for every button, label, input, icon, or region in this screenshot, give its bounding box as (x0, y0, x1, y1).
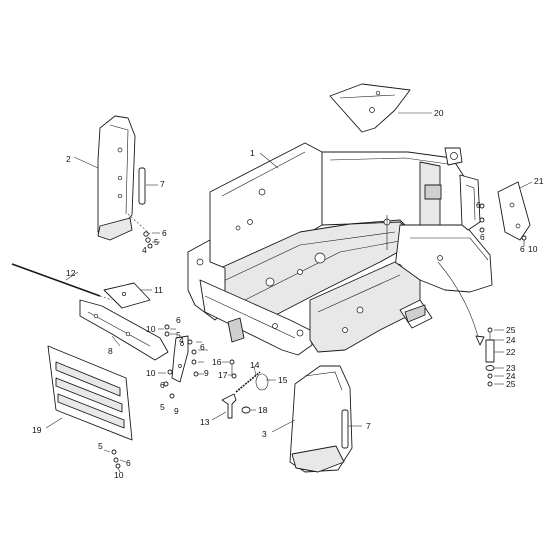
main-frame (187, 142, 493, 356)
callout-label-5d: 5 (98, 441, 103, 451)
bolt-6-10-right (521, 235, 527, 246)
callout-label-4a: 4 (142, 245, 147, 255)
callout-label-3: 3 (262, 429, 267, 439)
callout-label-25a: 25 (506, 325, 516, 335)
bolt-set-10-5 (164, 324, 170, 337)
callout-label-17: 17 (218, 370, 228, 380)
part-20-bracket (329, 83, 411, 133)
part-12-long-rod (11, 263, 101, 297)
callout-label-7b: 7 (366, 421, 371, 431)
callout-label-10a: 10 (146, 324, 156, 334)
callout-label-23: 23 (506, 363, 516, 373)
bolt-set-22-25 (485, 327, 495, 387)
callout-label-25b: 25 (506, 379, 516, 389)
callout-label-6a: 6 (162, 228, 167, 238)
part-13-pin (221, 393, 237, 419)
callout-label-19: 19 (32, 425, 42, 435)
callout-label-13: 13 (200, 417, 210, 427)
callout-label-7a: 7 (160, 179, 165, 189)
part-7-rod-lower (341, 409, 349, 449)
part-21-bracket (497, 181, 531, 241)
bolt-set-4-5-6-upper (143, 231, 153, 249)
callout-label-12: 12 (66, 268, 76, 278)
callout-label-6b: 6 (476, 200, 481, 210)
callout-label-9a: 9 (204, 368, 209, 378)
callout-label-18: 18 (258, 405, 268, 415)
part-7-rod-upper (138, 167, 146, 205)
callout-label-2: 2 (66, 154, 71, 164)
callout-label-1: 1 (250, 148, 255, 158)
callout-label-5b: 5 (176, 330, 181, 340)
callout-label-4b: 4 (179, 335, 184, 345)
callout-label-6g: 6 (520, 244, 525, 254)
part-15-ring (255, 373, 269, 391)
part-2-cover (97, 115, 136, 241)
hinge-bracket-left (171, 335, 189, 383)
callout-label-11: 11 (154, 285, 163, 295)
callout-label-6c: 6 (176, 315, 181, 325)
part-19-grille (47, 345, 133, 441)
bolt-set-5-6-10-lower (111, 449, 121, 469)
callout-label-9b: 9 (174, 406, 179, 416)
callout-label-10c: 10 (528, 244, 538, 254)
callout-label-5c: 5 (160, 402, 165, 412)
part-14-chain (235, 371, 261, 393)
callout-label-24a: 24 (506, 335, 516, 345)
part-11-bracket (103, 282, 151, 309)
callout-label-22: 22 (506, 347, 516, 357)
part-3-cover (289, 365, 353, 473)
part-16-17-pin (229, 359, 237, 379)
callout-label-8: 8 (108, 346, 113, 356)
callout-label-16: 16 (212, 357, 222, 367)
callout-label-6e: 6 (160, 380, 165, 390)
callout-label-6h: 6 (126, 458, 131, 468)
callout-label-6f: 6 (480, 232, 485, 242)
callout-label-24b: 24 (506, 371, 516, 381)
part-8-plate (79, 299, 169, 361)
callout-label-5a: 5 (154, 237, 159, 247)
callout-label-15: 15 (278, 375, 288, 385)
bolt-set-6-9-mid (163, 339, 199, 399)
callout-label-10d: 10 (114, 470, 124, 480)
callout-label-14: 14 (250, 360, 260, 370)
callout-label-20: 20 (434, 108, 444, 118)
bolt-set-right-frame (479, 203, 485, 233)
callout-label-21: 21 (534, 176, 544, 186)
callout-label-6d: 6 (200, 342, 205, 352)
part-18-washer (241, 406, 251, 414)
callout-label-10b: 10 (146, 368, 156, 378)
